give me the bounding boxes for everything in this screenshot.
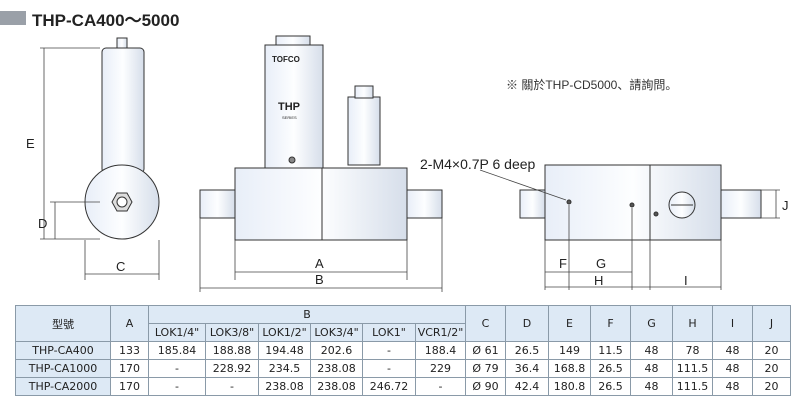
model-cell: THP-CA1000 — [15, 359, 111, 378]
value-cell: 20 — [752, 377, 791, 396]
value-cell: 48 — [712, 341, 753, 360]
value-cell: 111.5 — [672, 377, 713, 396]
value-cell: - — [362, 359, 416, 378]
value-cell: 185.84 — [148, 341, 206, 360]
value-cell: 202.6 — [310, 341, 363, 360]
model-cell: THP-CA400 — [15, 341, 111, 360]
header-e: E — [548, 305, 591, 342]
value-cell: 20 — [752, 341, 791, 360]
side-view — [84, 37, 160, 240]
header-b: B — [148, 305, 466, 324]
header-b-sub: LOK1/4" — [148, 323, 206, 342]
inquiry-note: ※ 關於THP-CD5000、請詢問。 — [506, 78, 678, 92]
value-cell: - — [148, 359, 206, 378]
dim-b: B — [315, 272, 324, 287]
dim-d: D — [38, 216, 47, 231]
value-cell: 48 — [630, 377, 673, 396]
brand-logo: TOFCO — [272, 55, 300, 64]
value-cell: 188.4 — [415, 341, 466, 360]
value-cell: 180.8 — [548, 377, 591, 396]
value-cell: 149 — [548, 341, 591, 360]
value-cell: 133 — [110, 341, 149, 360]
header-b-sub: LOK1" — [362, 323, 416, 342]
value-cell: 229 — [415, 359, 466, 378]
top-view — [519, 164, 762, 241]
value-cell: 48 — [712, 377, 753, 396]
model-logo: THP — [278, 101, 300, 113]
value-cell: 42.4 — [505, 377, 549, 396]
value-cell: - — [415, 377, 466, 396]
header-b-sub: VCR1/2" — [415, 323, 466, 342]
value-cell: 170 — [110, 359, 149, 378]
value-cell: 194.48 — [258, 341, 311, 360]
section-header: THP-CA400～5000 — [0, 8, 180, 30]
dim-g: G — [596, 256, 606, 271]
value-cell: 78 — [672, 341, 713, 360]
dimension-drawing: E D C A B F G H I J TOFCO THP SERIES — [26, 35, 789, 292]
value-cell: 168.8 — [548, 359, 591, 378]
value-cell: 26.5 — [590, 377, 631, 396]
header-j: J — [752, 305, 791, 342]
header-bar — [0, 11, 26, 25]
value-cell: 36.4 — [505, 359, 549, 378]
value-cell: 238.08 — [310, 377, 363, 396]
spec-table: 型號 A B C D E F G H I J LOK1/4" LOK3/8" L… — [15, 305, 791, 396]
value-cell: 246.72 — [362, 377, 416, 396]
dim-f: F — [559, 256, 567, 271]
dim-a: A — [315, 256, 324, 271]
value-cell: - — [362, 341, 416, 360]
page-title: THP-CA400～5000 — [32, 10, 180, 30]
header-a: A — [110, 305, 149, 342]
value-cell: 170 — [110, 377, 149, 396]
header-i: I — [712, 305, 753, 342]
value-cell: - — [205, 377, 259, 396]
value-cell: 20 — [752, 359, 791, 378]
value-cell: 238.08 — [310, 359, 363, 378]
value-cell: 228.92 — [205, 359, 259, 378]
value-cell: Ø 61 — [465, 341, 506, 360]
value-cell: 11.5 — [590, 341, 631, 360]
header-b-sub: LOK1/2" — [258, 323, 311, 342]
dim-i: I — [684, 273, 688, 288]
header-c: C — [465, 305, 506, 342]
value-cell: 111.5 — [672, 359, 713, 378]
value-cell: Ø 79 — [465, 359, 506, 378]
dim-c: C — [116, 259, 125, 274]
value-cell: 188.88 — [205, 341, 259, 360]
dim-h: H — [594, 273, 603, 288]
front-view — [199, 35, 443, 241]
value-cell: - — [148, 377, 206, 396]
value-cell: 48 — [630, 341, 673, 360]
header-g: G — [630, 305, 673, 342]
value-cell: Ø 90 — [465, 377, 506, 396]
series-logo: SERIES — [282, 115, 297, 120]
value-cell: 234.5 — [258, 359, 311, 378]
dim-j: J — [782, 198, 789, 213]
value-cell: 48 — [630, 359, 673, 378]
value-cell: 26.5 — [590, 359, 631, 378]
header-f: F — [590, 305, 631, 342]
header-h: H — [672, 305, 713, 342]
dim-e: E — [26, 136, 35, 151]
value-cell: 26.5 — [505, 341, 549, 360]
value-cell: 48 — [712, 359, 753, 378]
header-d: D — [505, 305, 549, 342]
value-cell: 238.08 — [258, 377, 311, 396]
header-b-sub: LOK3/8" — [205, 323, 259, 342]
header-model: 型號 — [15, 305, 111, 342]
model-cell: THP-CA2000 — [15, 377, 111, 396]
header-b-sub: LOK3/4" — [310, 323, 363, 342]
thread-note: 2-M4×0.7P 6 deep — [420, 156, 536, 172]
